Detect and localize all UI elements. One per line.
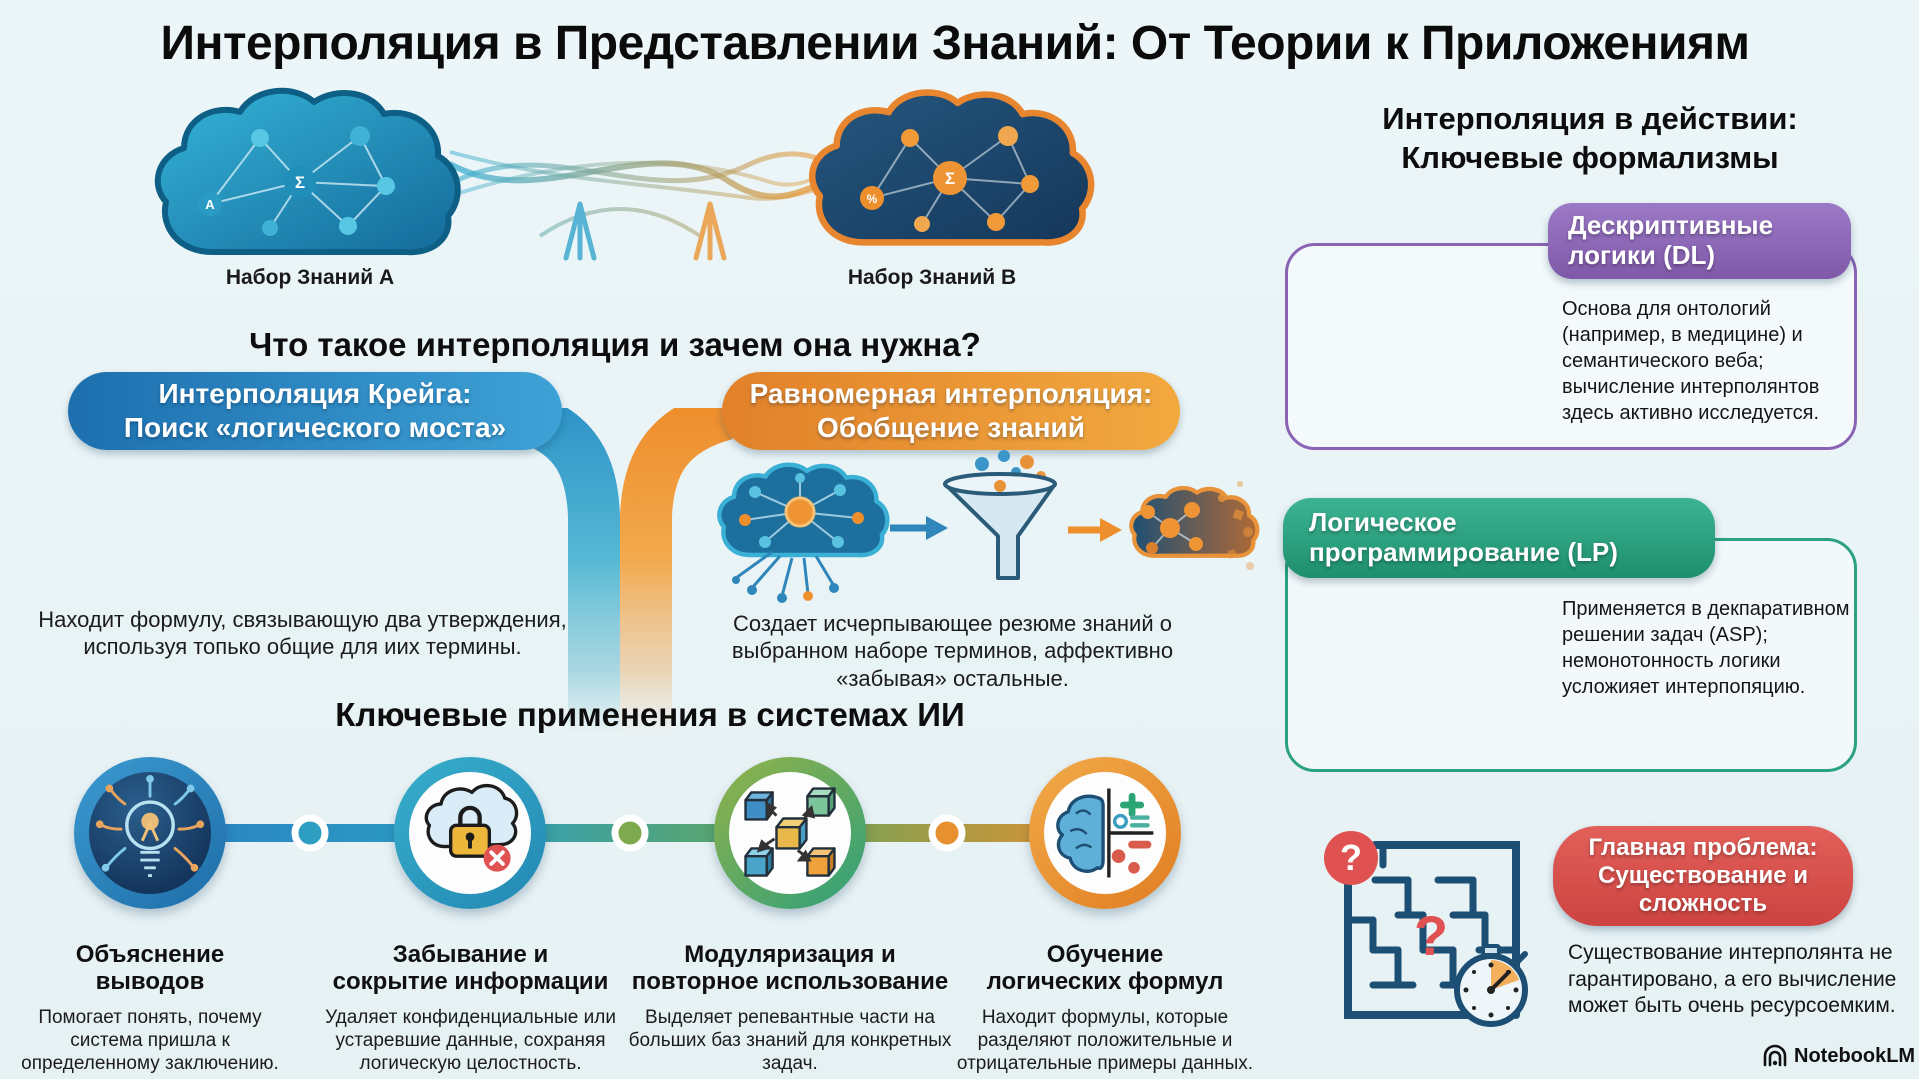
arrow-right-blue-icon	[890, 516, 948, 540]
application-circle-learning	[1029, 757, 1181, 909]
knowledge-cloud-b-icon: Σ %	[812, 92, 1091, 242]
craig-banner-line1: Интерполяция Крейга:	[158, 377, 472, 409]
page-title: Интерполяция в Представлении Знаний: От …	[160, 17, 1750, 70]
application-circle-explanation	[74, 757, 226, 909]
knowledge-cloud-a-icon: Σ A	[158, 91, 458, 252]
lp-description: Применяется в декпаративном решении зада…	[1562, 598, 1850, 698]
craig-banner-line2: Поиск «логического моста»	[123, 412, 507, 443]
cloud-lock-icon	[424, 783, 519, 872]
bridge-icon	[448, 150, 832, 261]
problem-badge: Главная проблема: Существование и сложно…	[1553, 826, 1853, 926]
uniform-banner-line2: Обобщение знаний	[817, 412, 1085, 443]
uniform-banner-line1: Равномерная интерполяция:	[749, 377, 1153, 409]
network-cloud-icon	[719, 465, 887, 603]
application-circle-modularization	[714, 757, 866, 909]
svg-text:Σ: Σ	[945, 169, 955, 188]
application-description: Находит формулы, которые разделяют полож…	[956, 1006, 1254, 1075]
craig-description: Находит формулу, связывающую два утвержд…	[38, 607, 567, 660]
cloud-a-label: Набор Знаний A	[225, 266, 395, 289]
application-circle-forgetting	[394, 757, 546, 909]
svg-text:A: A	[205, 197, 215, 212]
chain-node-icon	[291, 814, 966, 852]
stopwatch-icon	[1454, 944, 1528, 1027]
applications-heading: Ключевые применения в системах ИИ	[335, 696, 965, 733]
arrow-right-orange-icon	[1068, 518, 1122, 542]
application-description: Удаляет конфиденциальные или устаревшие …	[325, 1006, 616, 1075]
lightbulb-network-icon	[95, 775, 205, 877]
application-chain-connector	[150, 814, 1105, 852]
cloud-b-label: Набор Знаний B	[847, 266, 1017, 289]
craig-interpolation-banner: Интерполяция Крейга: Поиск «логического …	[68, 372, 562, 450]
uniform-interpolation-banner: Равномерная интерполяция: Обобщение знан…	[722, 372, 1180, 450]
brand-name: NotebookLM	[1794, 1044, 1916, 1067]
uniform-description: Создает исчерпывающее резюме знаний о вы…	[731, 611, 1174, 691]
summarize-forget-illustration	[700, 450, 1260, 603]
application-description: Выделяет репевантные части на больших ба…	[628, 1006, 952, 1075]
formalisms-heading: Интерполяция в действии:Ключевые формали…	[1382, 101, 1798, 175]
question-heading: Что такое интерполяция и зачем она нужна…	[249, 326, 981, 363]
brand-footer: NotebookLM	[1762, 1044, 1915, 1068]
problem-description: Существование интерполянта не гарантиров…	[1568, 941, 1897, 1018]
maze-icon	[1344, 841, 1520, 1019]
notebooklm-logo-icon	[1763, 1044, 1787, 1067]
complexity-maze-illustration: ? ?	[1324, 831, 1528, 1027]
svg-text:?: ?	[1414, 904, 1448, 967]
question-badge-icon	[1324, 831, 1378, 885]
dissolving-cloud-icon	[1131, 481, 1257, 570]
application-description: Помогает понять, почему система пришла к…	[21, 1006, 279, 1075]
knowledge-clouds-bridge-illustration: Σ A Σ %	[150, 86, 1100, 261]
svg-text:?: ?	[1340, 837, 1362, 878]
svg-text:%: %	[867, 192, 878, 206]
filter-funnel-icon	[943, 450, 1057, 580]
brain-classification-icon	[1056, 788, 1154, 878]
modular-cubes-icon	[744, 787, 836, 877]
svg-text:Σ: Σ	[295, 173, 305, 192]
dl-description: Основа для онтологий (например, в медици…	[1562, 298, 1820, 424]
